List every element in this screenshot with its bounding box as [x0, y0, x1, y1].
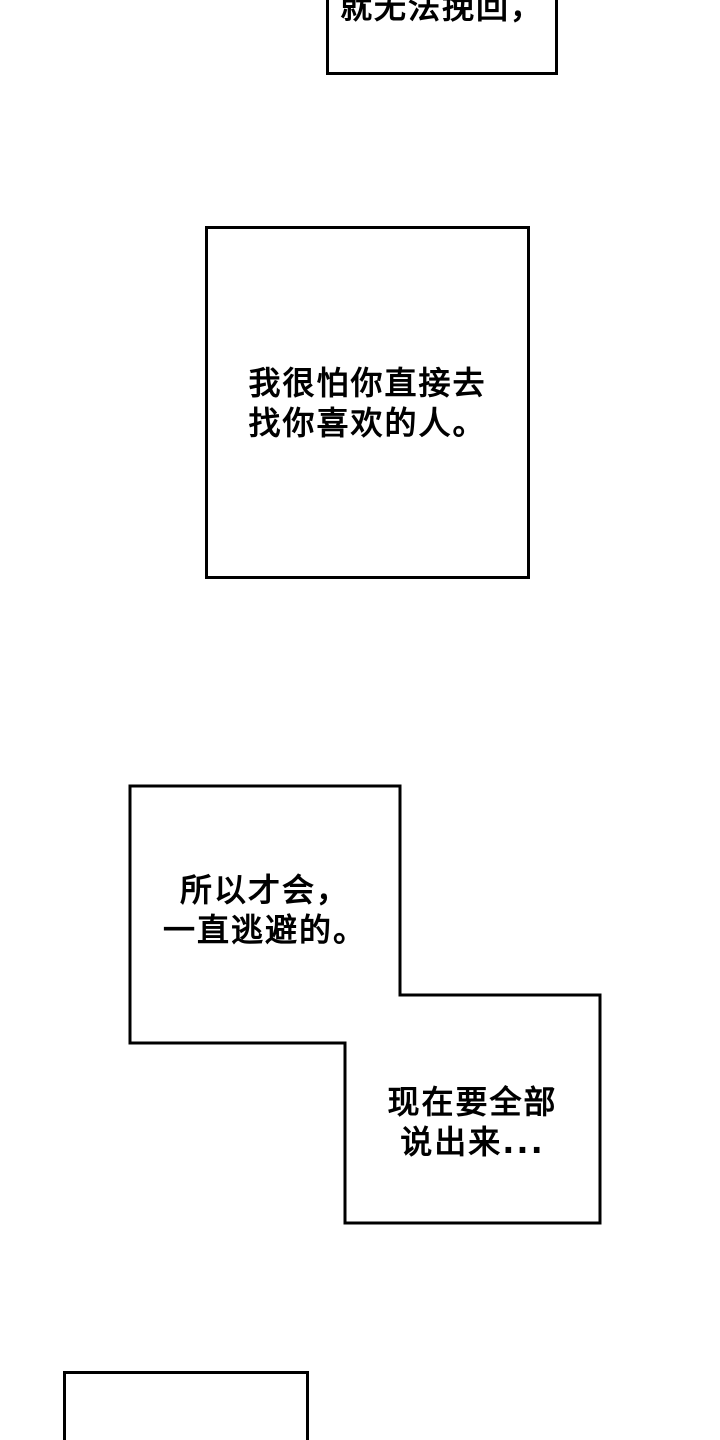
- speech-box-top-partial: 就无法挽回，: [326, 0, 558, 75]
- speech-box-merged: [128, 784, 602, 1225]
- speech-text-fear-line2: 找你喜欢的人。: [248, 403, 487, 442]
- speech-text-confess-line1: 现在要全部: [387, 1083, 558, 1121]
- speech-box-merged-outline: [128, 784, 602, 1225]
- speech-text-avoid-line2: 一直逃避的。: [162, 911, 367, 949]
- speech-text-fear-line1: 我很怕你直接去: [248, 363, 487, 402]
- speech-box-bottom-partial: [63, 1371, 309, 1440]
- speech-text-avoid-line1: 所以才会，: [179, 871, 350, 909]
- speech-box-fear: 我很怕你直接去 找你喜欢的人。: [205, 226, 530, 579]
- speech-text-confess: 现在要全部 说出来...: [345, 1082, 600, 1162]
- speech-text-avoid: 所以才会， 一直逃避的。: [130, 870, 400, 950]
- speech-text-fear: 我很怕你直接去 找你喜欢的人。: [248, 363, 486, 443]
- speech-text-confess-line2: 说出来...: [400, 1123, 545, 1161]
- speech-text-top: 就无法挽回，: [339, 0, 544, 26]
